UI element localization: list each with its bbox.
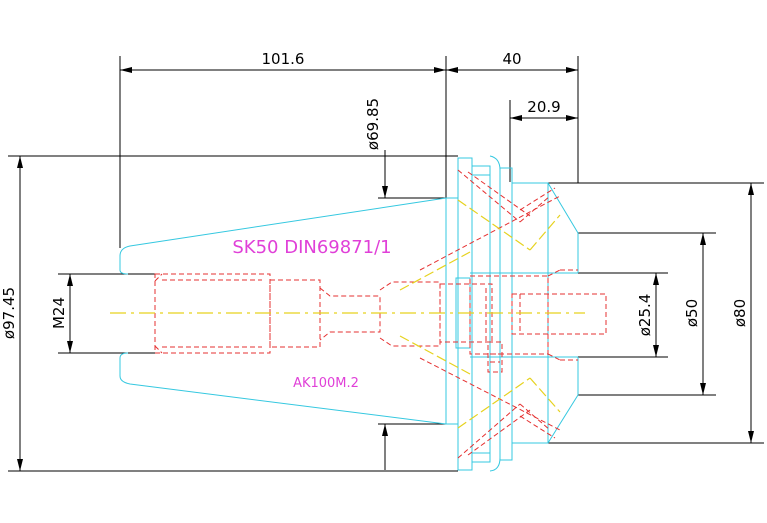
dim-length-collar: 20.9	[527, 98, 560, 116]
dim-length-nut: 40	[502, 50, 521, 68]
dim-thread: M24	[50, 297, 68, 329]
dim-length-main: 101.6	[262, 50, 305, 68]
part-number: AK100M.2	[293, 376, 359, 391]
dim-dia-flange: ø69.85	[364, 98, 382, 150]
dim-dia-body: ø97.45	[0, 287, 18, 339]
dim-dia-nut-outer: ø80	[731, 299, 749, 327]
dim-dia-nut-inner: ø50	[683, 299, 701, 327]
dim-dia-bore: ø25.4	[636, 294, 654, 337]
center-lines	[110, 199, 585, 429]
drawing-title: SK50 DIN69871/1	[232, 237, 391, 258]
hidden-lines	[154, 169, 607, 459]
dimension-lines	[8, 56, 764, 472]
